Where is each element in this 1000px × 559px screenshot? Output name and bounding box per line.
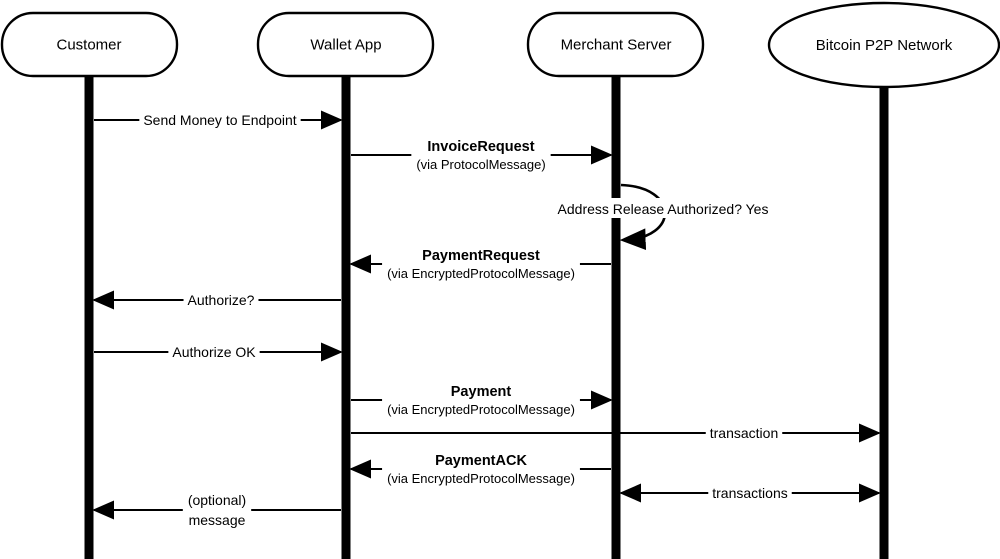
- message-invoice-request[interactable]: InvoiceRequest (via ProtocolMessage): [351, 138, 613, 172]
- message-payment-request[interactable]: PaymentRequest (via EncryptedProtocolMess…: [349, 247, 611, 281]
- lifelines-group: [84, 76, 889, 559]
- label-backdrop: [382, 383, 580, 417]
- label-backdrop: [139, 109, 301, 129]
- label-backdrop: [553, 198, 773, 218]
- message-optional-message[interactable]: (optional) message: [92, 492, 341, 528]
- actor-shape-stadium: [0, 11, 179, 78]
- actor-label: Wallet App: [310, 36, 381, 53]
- actor-shape-ellipse: [767, 1, 1000, 89]
- label-backdrop: [382, 452, 580, 486]
- message-authorize-query[interactable]: Authorize?: [92, 289, 341, 310]
- message-sublabel: (via ProtocolMessage): [416, 157, 545, 172]
- actor-customer[interactable]: Customer: [0, 11, 179, 78]
- message-authorize-ok[interactable]: Authorize OK: [94, 341, 343, 362]
- message-label: Authorize?: [188, 292, 255, 308]
- message-label: Payment: [451, 384, 512, 400]
- label-backdrop: [382, 247, 580, 281]
- actor-label: Merchant Server: [561, 36, 672, 53]
- message-label: InvoiceRequest: [427, 139, 534, 155]
- actor-bitcoin[interactable]: Bitcoin P2P Network: [767, 1, 1000, 89]
- message-label: PaymentRequest: [422, 248, 540, 264]
- actor-merchant[interactable]: Merchant Server: [526, 11, 705, 78]
- label-backdrop: [182, 492, 252, 527]
- message-label: (optional): [188, 492, 246, 508]
- message-transaction[interactable]: transaction: [351, 422, 881, 443]
- message-payment[interactable]: Payment (via EncryptedProtocolMessage): [351, 383, 613, 417]
- label-backdrop: [411, 138, 551, 172]
- message-payment-ack[interactable]: PaymentACK (via EncryptedProtocolMessage): [349, 452, 611, 486]
- actor-label: Customer: [56, 36, 121, 53]
- message-transactions[interactable]: transactions: [619, 482, 881, 503]
- message-label: PaymentACK: [435, 453, 527, 469]
- message-address-release[interactable]: Address Release Authorized? Yes: [553, 183, 773, 251]
- message-sublabel: (via EncryptedProtocolMessage): [387, 402, 575, 417]
- message-label: transaction: [710, 425, 778, 441]
- label-backdrop: [183, 289, 259, 309]
- actor-shape-stadium: [256, 11, 435, 78]
- message-label: Address Release Authorized? Yes: [558, 201, 769, 217]
- message-send-money[interactable]: Send Money to Endpoint: [94, 109, 343, 130]
- message-label: transactions: [712, 485, 787, 501]
- label-backdrop: [708, 482, 792, 502]
- label-backdrop: [168, 341, 260, 361]
- label-backdrop: [705, 422, 783, 442]
- message-sublabel: (via EncryptedProtocolMessage): [387, 471, 575, 486]
- actor-wallet[interactable]: Wallet App: [256, 11, 435, 78]
- actor-shape-stadium: [526, 11, 705, 78]
- message-label: Authorize OK: [172, 344, 256, 360]
- message-sublabel: (via EncryptedProtocolMessage): [387, 266, 575, 281]
- message-label: Send Money to Endpoint: [143, 112, 296, 128]
- message-sublabel: message: [189, 512, 246, 528]
- actor-label: Bitcoin P2P Network: [816, 37, 953, 54]
- actors-group: Customer Wallet App Merchant Server Bitcoin…: [0, 1, 1000, 89]
